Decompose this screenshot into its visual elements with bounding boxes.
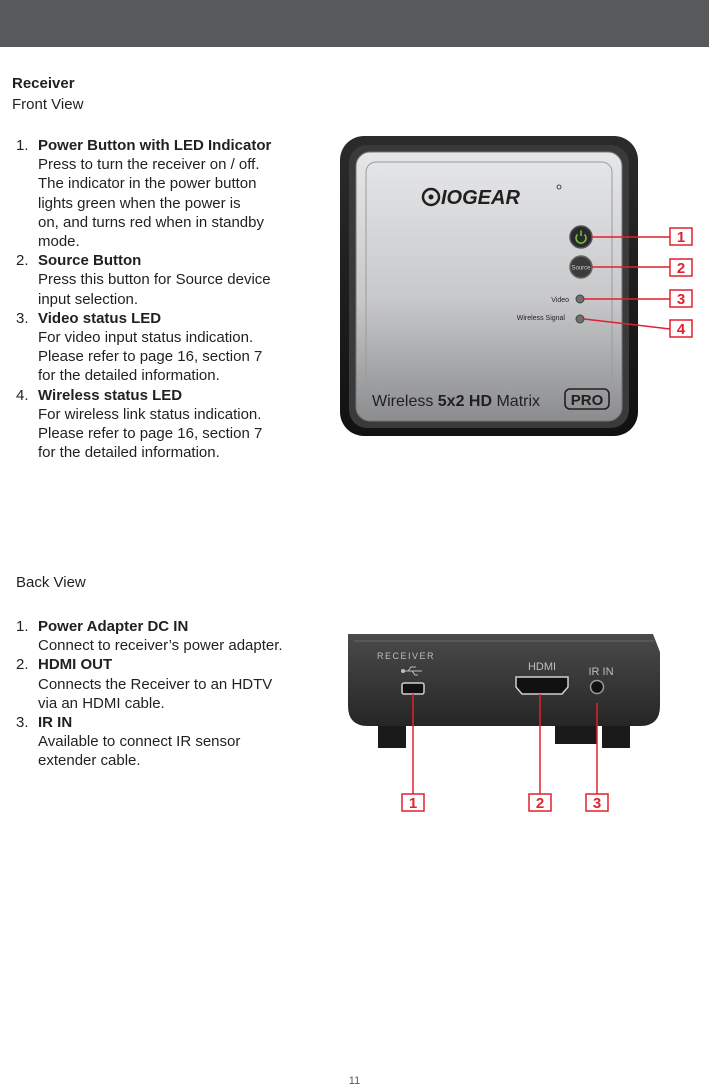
product-name-plate: Wireless 5x2 HD Matrix PRO — [372, 388, 610, 410]
dc-in-port[interactable] — [401, 682, 425, 695]
item-description: Connect to receiver’s power adapter. — [38, 637, 283, 655]
svg-text:1: 1 — [409, 795, 417, 812]
callout-3: 3 — [585, 793, 609, 812]
hdmi-label: HDMI — [528, 661, 556, 673]
face-inner-border — [365, 161, 613, 389]
header-bar — [0, 0, 709, 47]
list-item: 2. Source Button Press this button for S… — [16, 251, 271, 309]
callout-2: 2 — [528, 793, 552, 812]
item-number: 2. — [16, 252, 29, 270]
device-face — [355, 151, 623, 422]
item-description: Available to connect IR sensor extender … — [38, 733, 241, 770]
callout-1: 1 — [669, 227, 693, 246]
video-status-led — [575, 294, 585, 304]
svg-text:2: 2 — [677, 260, 685, 277]
ir-in-jack[interactable] — [589, 679, 605, 695]
item-title: Video status LED — [38, 309, 162, 327]
svg-text:4: 4 — [677, 321, 686, 338]
list-item: 3. Video status LED For video input stat… — [16, 309, 271, 386]
list-item: 1. Power Adapter DC IN Connect to receiv… — [16, 617, 283, 655]
section-heading: Receiver Front View — [12, 73, 83, 115]
hdmi-out-port[interactable] — [515, 676, 569, 695]
item-number: 3. — [16, 714, 29, 732]
item-title: HDMI OUT — [38, 656, 113, 674]
item-description: Press to turn the receiver on / off. The… — [38, 156, 264, 251]
item-title: Source Button — [38, 252, 142, 270]
callout-2: 2 — [669, 258, 693, 277]
usb-icon — [401, 666, 422, 676]
callout-3: 3 — [669, 289, 693, 308]
device-back-panel — [348, 634, 660, 726]
back-view-subtitle: Back View — [16, 574, 86, 591]
wireless-led-label: Wireless Signal — [517, 315, 566, 322]
front-feature-list: 1. Power Button with LED Indicator Press… — [16, 136, 271, 462]
back-feature-list: 1. Power Adapter DC IN Connect to receiv… — [16, 617, 283, 771]
svg-text:1: 1 — [677, 229, 685, 246]
svg-text:2: 2 — [536, 795, 544, 812]
item-number: 2. — [16, 656, 29, 674]
item-title: Wireless status LED — [38, 386, 183, 404]
receiver-label: RECEIVER — [377, 651, 435, 661]
pro-badge — [564, 388, 610, 410]
item-description: For wireless link status indication. Ple… — [38, 405, 263, 462]
item-description: For video input status indication. Pleas… — [38, 329, 263, 385]
page-number: 11 — [348, 1075, 361, 1087]
callout-4: 4 — [669, 319, 693, 338]
svg-text:3: 3 — [677, 291, 685, 308]
pro-badge-text: PRO — [571, 392, 604, 409]
item-title: Power Button with LED Indicator — [38, 137, 272, 154]
list-item: 3. IR IN Available to connect IR sensor … — [16, 713, 283, 771]
list-item: 4. Wireless status LED For wireless link… — [16, 386, 271, 463]
list-item: 2. HDMI OUT Connects the Receiver to an … — [16, 655, 283, 713]
callout-1: 1 — [401, 793, 425, 812]
wireless-status-led — [575, 314, 585, 324]
power-button[interactable] — [569, 225, 593, 249]
callout-lines — [412, 694, 598, 794]
svg-text:3: 3 — [593, 795, 601, 812]
receiver-back-illustration: RECEIVER HDMI IR IN 1 2 3 — [348, 634, 660, 812]
brand-logo-text: IOGEAR — [441, 187, 520, 209]
list-item: 1. Power Button with LED Indicator Press… — [16, 136, 271, 251]
item-number: 3. — [16, 309, 29, 327]
video-led-label: Video — [551, 297, 569, 304]
item-title: Power Adapter DC IN — [38, 618, 189, 635]
front-view-subtitle: Front View — [12, 96, 84, 113]
section-title: Receiver — [12, 75, 75, 92]
item-title: IR IN — [38, 714, 73, 732]
item-number: 1. — [16, 137, 29, 154]
source-button-label: Source — [571, 266, 591, 272]
item-description: Connects the Receiver to an HDTV via an … — [38, 675, 273, 712]
item-number: 4. — [16, 386, 29, 404]
product-name: Wireless 5x2 HD Matrix — [372, 393, 540, 410]
item-description: Press this button for Source device inpu… — [38, 271, 271, 308]
ir-in-label: IR IN — [588, 666, 613, 678]
receiver-front-illustration: IOGEAR Source Video Wireless Signal Wire… — [340, 136, 693, 436]
item-number: 1. — [16, 618, 29, 635]
callout-lines — [583, 236, 671, 330]
iogear-logo: IOGEAR — [421, 184, 562, 209]
power-icon — [575, 230, 587, 244]
